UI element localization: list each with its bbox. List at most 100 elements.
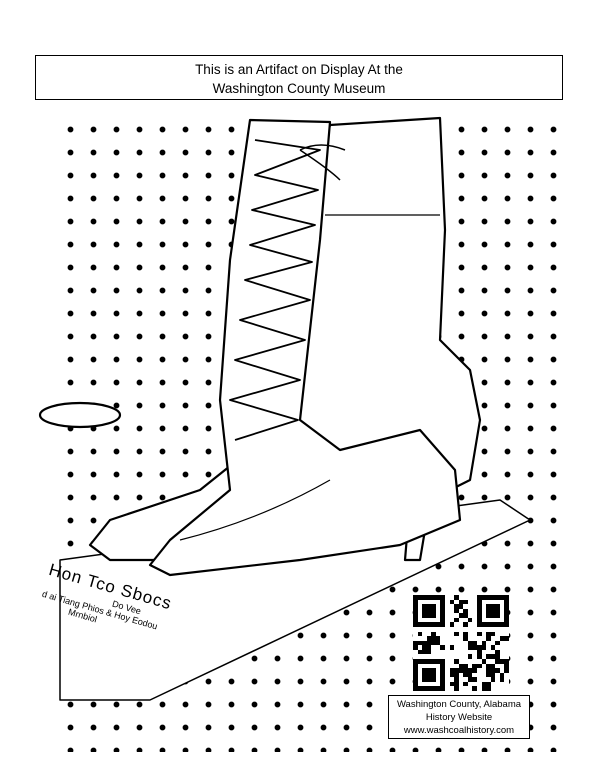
qr-module [431,608,436,614]
qr-module [504,622,509,627]
qr-module [486,613,491,618]
qr-module [422,595,427,600]
qr-module [445,636,450,641]
qr-module [445,631,450,637]
qr-module [504,677,509,682]
qr-module [435,640,441,646]
qr-module [472,649,477,655]
qr-module [490,617,496,623]
qr-module [426,654,432,659]
qr-module [481,645,487,650]
qr-module [426,681,432,687]
qr-module [454,640,459,646]
qr-module [463,636,468,641]
qr-module [449,640,455,646]
qr-module [481,640,487,646]
website-link[interactable]: www.washcoalhistory.com [403,725,515,736]
qr-module [435,681,441,687]
qr-module [440,595,445,600]
qr-module [477,677,482,682]
qr-module [463,599,468,605]
qr-module [486,622,491,627]
website-caption: Washington County, Alabama History Websi… [388,695,530,739]
qr-module [417,645,423,650]
qr-module [458,608,464,614]
qr-module [467,681,473,687]
qr-module [481,599,487,605]
qr-module [486,595,491,600]
qr-module [486,631,491,637]
qr-module [440,677,445,682]
qr-module [422,622,427,627]
qr-module [495,668,500,673]
qr-module [426,658,432,664]
qr-module [454,686,459,691]
qr-module [445,663,450,669]
qr-module [477,663,482,669]
qr-module [472,599,477,605]
qr-module [499,668,505,673]
qr-module [458,645,464,650]
qr-module [422,681,427,687]
qr-module [458,595,464,600]
qr-module [490,686,496,691]
qr-module [472,636,477,641]
qr-module [413,595,418,600]
qr-module [435,658,441,664]
qr-module [426,613,432,618]
qr-module [445,608,450,614]
qr-module [445,645,450,650]
qr-module [435,604,441,609]
qr-module [472,645,477,650]
qr-module [435,613,441,618]
qr-module [463,617,468,623]
qr-module [440,622,445,627]
qr-module [458,617,464,623]
qr-module [417,686,423,691]
qr-module [426,608,432,614]
qr-module [458,599,464,605]
qr-module [449,595,455,600]
qr-module [499,658,505,664]
qr-module [413,608,418,614]
qr-module [495,604,500,609]
qr-module [454,636,459,641]
qr-module [449,663,455,669]
qr-module [440,649,445,655]
qr-module [467,626,473,632]
qr-module [435,608,441,614]
qr-module [449,672,455,678]
qr-module [481,677,487,682]
qr-module [486,645,491,650]
qr-module [417,640,423,646]
qr-module [499,599,505,605]
qr-module [454,672,459,678]
qr-module [413,654,418,659]
qr-code-icon[interactable] [413,595,509,691]
qr-module [449,608,455,614]
qr-module [472,617,477,623]
qr-module [477,645,482,650]
qr-module [445,672,450,678]
qr-module [445,613,450,618]
qr-module [413,636,418,641]
qr-module [413,622,418,627]
qr-module [504,654,509,659]
qr-module [458,622,464,627]
qr-module [490,599,496,605]
qr-module [458,649,464,655]
qr-module [445,640,450,646]
qr-module [435,595,441,600]
qr-module [422,640,427,646]
qr-module [440,640,445,646]
qr-module [467,636,473,641]
qr-module [454,645,459,650]
qr-module [504,645,509,650]
qr-module [477,658,482,664]
qr-module [445,677,450,682]
qr-module [435,668,441,673]
qr-module [417,604,423,609]
qr-module [417,599,423,605]
qr-module [431,686,436,691]
qr-module [445,599,450,605]
